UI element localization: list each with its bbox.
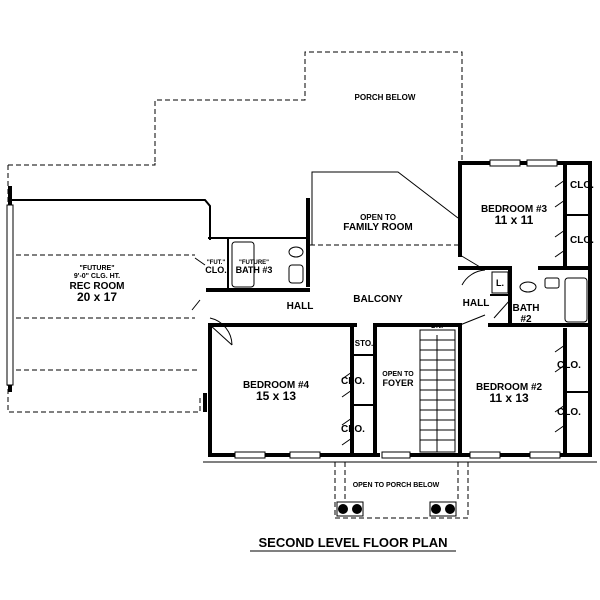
window <box>489 159 521 167</box>
bedroom2-name: BEDROOM #2 <box>476 382 543 393</box>
door-swing <box>209 317 233 346</box>
sink <box>288 246 304 258</box>
linen-closet <box>491 271 509 294</box>
open-to-porch-label: OPEN TO PORCH BELOW <box>353 482 440 489</box>
closet-door <box>554 344 566 373</box>
future-closet-label-2: CLO. <box>205 265 227 275</box>
porch-columns <box>336 501 457 517</box>
rec-room-size: 20 x 17 <box>77 290 117 304</box>
closet-door <box>341 417 353 446</box>
closet-label: CLO. <box>341 376 365 387</box>
bedroom4-size: 15 x 13 <box>256 389 296 403</box>
rec-room-top-wall <box>10 199 211 240</box>
family-room-label: FAMILY ROOM <box>343 222 412 233</box>
closet-door <box>554 179 566 208</box>
bath2-label: BATH <box>512 303 539 314</box>
future-bath-label: "FUTURE" <box>239 260 269 266</box>
open-to-porch-outline <box>334 462 469 519</box>
bedroom2-size: 11 x 13 <box>489 391 529 405</box>
window <box>289 451 321 459</box>
porch-below-outline <box>154 51 463 162</box>
bedroom3-size: 11 x 11 <box>495 213 534 227</box>
window <box>469 451 501 459</box>
stair <box>419 329 456 453</box>
closet-door <box>554 404 566 433</box>
hall-label-right: HALL <box>463 298 490 309</box>
tub <box>231 241 255 288</box>
window <box>234 451 266 459</box>
stair-down-label: DN. <box>431 323 443 330</box>
bedroom3-name: BEDROOM #3 <box>481 204 548 215</box>
closet-label: CLO. <box>570 235 594 246</box>
window <box>381 451 411 459</box>
window <box>6 204 14 386</box>
storage-label: STO. <box>355 339 374 348</box>
closet-label: CLO. <box>557 407 581 418</box>
toilet <box>288 264 304 284</box>
linen-label: L. <box>496 278 504 288</box>
sink <box>519 281 537 293</box>
open-to-label-2: OPEN TO <box>382 371 414 378</box>
family-room-opening <box>311 171 459 245</box>
door-swing <box>493 299 511 319</box>
hall-label-left: HALL <box>287 301 314 312</box>
future-label: "FUTURE" <box>79 265 114 272</box>
rec-room-label: REC ROOM <box>70 281 125 292</box>
balcony-label: BALCONY <box>353 294 403 305</box>
foyer-label: FOYER <box>382 378 414 388</box>
tub <box>564 277 588 323</box>
ceiling-height-label: 9'-0" CLG. HT. <box>74 273 120 280</box>
future-closet-label: "FUT." <box>207 260 226 266</box>
closet-door <box>554 229 566 258</box>
door-swing <box>459 314 486 326</box>
bath2-number: #2 <box>520 314 532 325</box>
toilet <box>544 277 560 289</box>
closet-label: CLO. <box>341 424 365 435</box>
plan-title: SECOND LEVEL FLOOR PLAN <box>259 535 448 550</box>
bath3-label: BATH #3 <box>236 265 273 275</box>
door-swing <box>191 257 206 311</box>
closet-label: CLO. <box>557 360 581 371</box>
lower-roof-outline <box>8 162 156 166</box>
closet-label: CLO. <box>570 180 594 191</box>
open-to-label: OPEN TO <box>360 213 396 222</box>
door-swing <box>459 254 486 286</box>
closet-door <box>341 371 353 398</box>
porch-below-label: PORCH BELOW <box>355 93 416 102</box>
window <box>526 159 558 167</box>
window <box>529 451 561 459</box>
bedroom4-name: BEDROOM #4 <box>243 380 310 391</box>
